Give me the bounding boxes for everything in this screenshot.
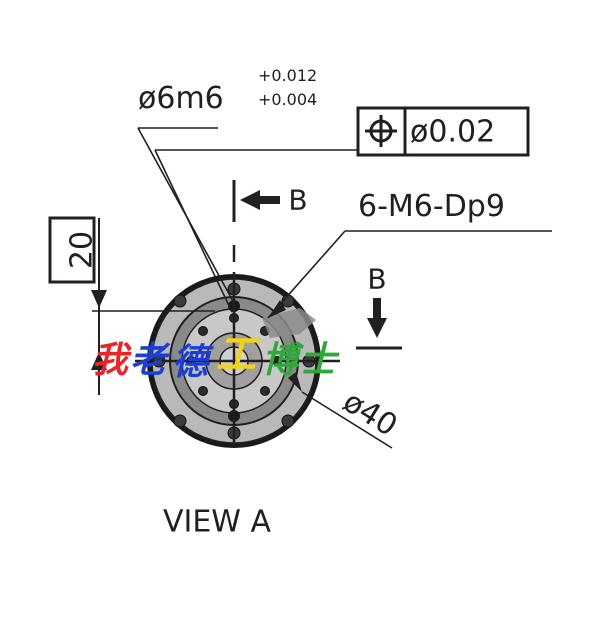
tapped-hole-arrow (268, 300, 286, 318)
outer-dia-arrow (288, 372, 302, 392)
watermark-char-4: 工 (216, 331, 261, 378)
offset-dim-value: 20 (65, 231, 100, 269)
offset-arrow-up (91, 352, 107, 370)
bolt-hole (173, 414, 187, 428)
watermark-char-1: 我 (92, 339, 132, 381)
section-marker-v: B (356, 263, 402, 350)
section-label-h: B (288, 184, 307, 217)
outer-dia-leader (301, 391, 393, 449)
feature-control-frame: ø0.02 (356, 106, 530, 157)
offset-dimension: 20 (48, 216, 215, 395)
section-label-v: B (367, 263, 386, 296)
offset-arrow-down (91, 290, 107, 308)
bolt-hole (281, 414, 295, 428)
watermark-char-2: 老 (130, 339, 171, 381)
position-tolerance-value: ø0.02 (410, 115, 495, 150)
position-symbol-icon (365, 115, 397, 147)
watermark-char-5: 博 (262, 339, 304, 381)
view-label: VIEW A (163, 505, 272, 540)
section-marker-h: B (232, 180, 308, 222)
overlay-shape (262, 308, 316, 338)
section-arrow-left (240, 190, 260, 210)
shaft-dimension: ø6m6 (138, 81, 224, 116)
position-tol-leader-diag (154, 149, 233, 313)
section-arrow-shaft-h (258, 196, 280, 204)
tolerance-lower: +0.004 (258, 90, 317, 109)
bolt-hole (173, 294, 187, 308)
leader-lines (137, 127, 552, 449)
tolerance-upper: +0.012 (258, 66, 317, 85)
center-lines (135, 245, 340, 448)
bolt-hole (198, 386, 208, 396)
tapped-holes-label: 6-M6-Dp9 (358, 189, 505, 224)
section-arrow-shaft-v (373, 298, 381, 320)
bolt-hole (260, 386, 270, 396)
watermark: 我 老 德 工 博 士 (92, 331, 340, 383)
offset-dim-box (48, 216, 96, 284)
bolt-hole (198, 326, 208, 336)
section-arrow-down (367, 318, 387, 338)
watermark-char-6: 士 (300, 339, 340, 381)
watermark-char-3: 德 (172, 341, 214, 383)
